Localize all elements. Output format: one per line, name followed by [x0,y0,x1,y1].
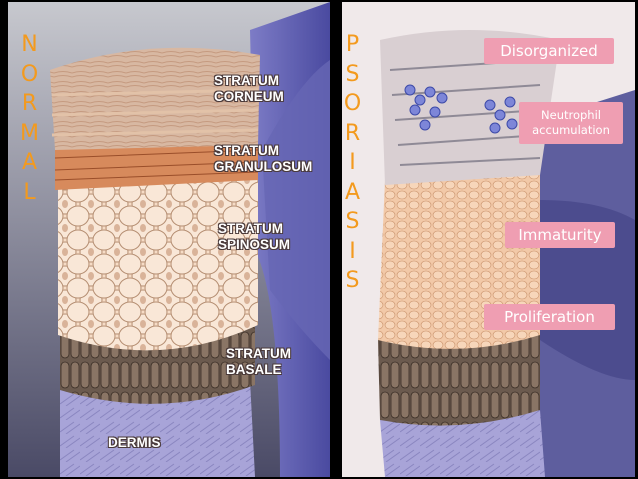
title-letter: N [21,32,39,57]
proliferation-label: Proliferation [484,304,615,330]
stratum-basale-label: STRATUM BASALE [226,346,291,377]
title-letter: R [21,91,39,116]
title-letter: S [345,209,361,234]
title-letter: L [23,179,37,205]
immaturity-label: Immaturity [505,222,615,248]
psoriasis-title: P S O R I A S I S [341,30,365,296]
stratum-corneum-label: STRATUM CORNEUM [214,73,284,104]
title-letter: O [20,61,40,87]
title-letter: S [345,61,361,87]
stratum-granulosum-label: STRATUM GRANULOSUM [214,143,313,174]
neutrophil-accumulation-label: Neutrophil accumulation [519,102,623,144]
title-letter: I [349,238,357,264]
dermis-label: DERMIS [108,435,161,450]
title-letter: M [20,120,40,146]
normal-title: N O R M A L [18,30,42,207]
title-letter: A [21,150,39,175]
stratum-spinosum-label: STRATUM SPINOSUM [218,221,291,252]
title-letter: S [345,268,361,293]
title-letter: A [344,179,362,205]
title-letter: O [343,91,363,116]
title-letter: R [344,120,362,146]
title-letter: I [349,150,357,175]
title-letter: P [345,32,361,57]
disorganized-label: Disorganized [484,38,614,64]
